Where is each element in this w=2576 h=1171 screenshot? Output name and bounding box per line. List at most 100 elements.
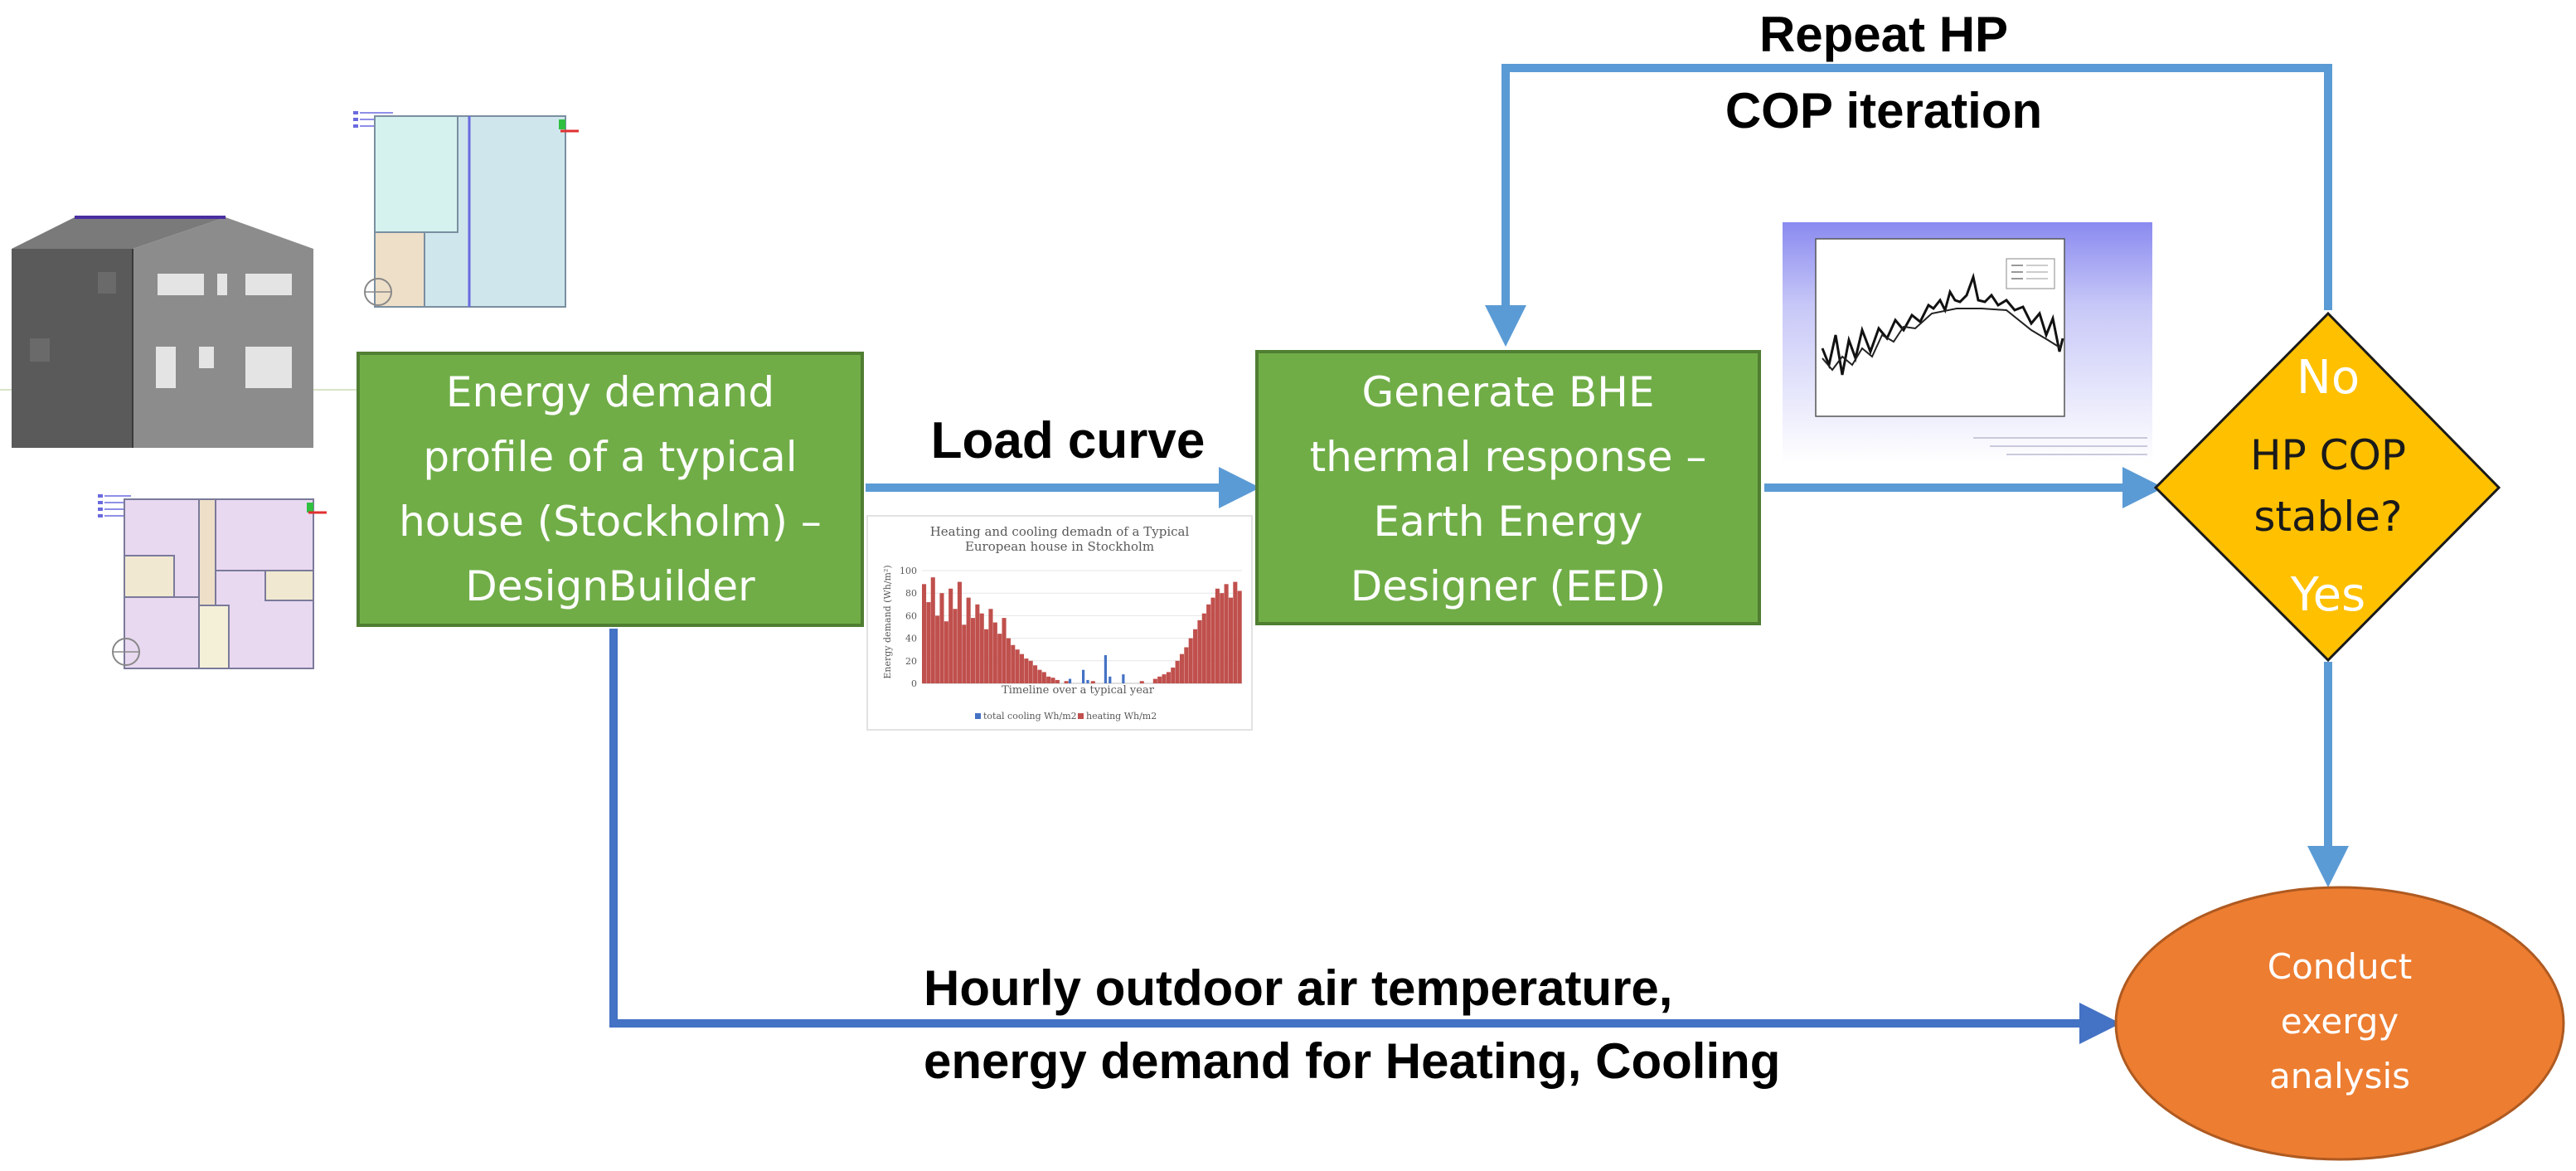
repeat-label-line-1: Repeat HP [1759, 7, 2008, 62]
cooling-bar [1086, 679, 1089, 683]
energy-demand-line-3: house (Stockholm) – [399, 498, 822, 546]
heating-bar [1184, 647, 1189, 683]
heating-bar [1157, 676, 1162, 683]
heating-bar [1210, 597, 1215, 683]
heating-bar [1171, 667, 1176, 683]
heating-bar [1201, 613, 1206, 683]
hourly-label-line-1: Hourly outdoor air temperature, [924, 960, 1672, 1016]
chart-title-line-1: Heating and cooling demadn of a Typical [930, 524, 1190, 539]
chart-y-tick-label: 0 [911, 678, 917, 689]
chart-y-tick-label: 20 [905, 656, 917, 667]
heating-bar [944, 621, 948, 683]
heating-bar [1233, 581, 1238, 683]
bhe-response-line-3: Earth Energy [1373, 498, 1642, 546]
eed-temperature-plot [1783, 222, 2152, 463]
decision-question-line-2: stable? [2253, 493, 2402, 541]
energy-demand-line-2: profile of a typical [423, 433, 797, 481]
terminal-line-3: analysis [2269, 1056, 2410, 1096]
heating-bar [1228, 597, 1234, 683]
heating-bar [930, 577, 935, 683]
chart-bars [922, 577, 1242, 683]
decision-question-line-1: HP COP [2250, 431, 2406, 479]
heating-bar [1055, 679, 1060, 683]
heating-bar [953, 609, 958, 683]
heating-bar [988, 609, 993, 683]
heating-bar [1033, 665, 1038, 683]
heating-bar [1064, 681, 1069, 683]
heating-bar [1037, 669, 1042, 683]
heating-bar [966, 597, 971, 683]
connectors [609, 64, 2349, 1044]
heating-bar [926, 602, 931, 683]
cooling-bar [1082, 669, 1085, 683]
heating-bar [1090, 681, 1095, 683]
chart-title-line-2: European house in Stockholm [965, 539, 1154, 554]
bhe-response-line-2: thermal response – [1310, 433, 1707, 481]
heating-bar [1237, 590, 1242, 683]
chart-y-axis-label: Energy demand (Wh/m²) [882, 565, 893, 678]
heating-bar [1175, 660, 1180, 683]
heating-bar [935, 615, 940, 683]
heating-bar [1179, 654, 1185, 683]
energy-demand-line-4: DesignBuilder [465, 562, 755, 610]
terminal-line-1: Conduct [2268, 946, 2412, 987]
heating-bar [975, 604, 980, 683]
heating-bar [1220, 593, 1225, 683]
heating-bar [979, 613, 984, 683]
heating-bar [997, 634, 1002, 683]
legend-heating-label: heating Wh/m2 [1086, 711, 1157, 722]
arrow-repeat-loop [1485, 64, 2332, 347]
heating-bar [957, 581, 962, 683]
heating-bar [939, 593, 944, 683]
heating-bar [1019, 654, 1025, 683]
heating-bar [1206, 604, 1211, 683]
heating-bar [1050, 678, 1055, 683]
chart-y-tick-label: 80 [905, 588, 917, 599]
cooling-bar [1104, 655, 1108, 683]
exergy-analysis-terminal: Conduct exergy analysis [2114, 886, 2565, 1161]
arrow-hourly [609, 629, 2122, 1044]
load-curve-label: Load curve [931, 412, 1206, 469]
heating-bar [1046, 676, 1051, 683]
heating-bar [1152, 678, 1157, 683]
chart-y-tick-label: 100 [900, 566, 917, 576]
heating-bar [1006, 638, 1011, 683]
heating-bar [962, 624, 967, 683]
heating-bar [1015, 649, 1020, 683]
cooling-bar [1109, 676, 1112, 683]
repeat-label-line-2: COP iteration [1725, 83, 2042, 138]
heating-bar [922, 584, 927, 683]
heating-bar [1041, 672, 1046, 683]
legend-heating-swatch [1078, 713, 1084, 719]
heating-bar [1139, 681, 1144, 683]
heating-bar [1162, 674, 1167, 683]
heating-bar [1193, 629, 1198, 683]
bhe-response-box: Generate BHE thermal response – Earth En… [1255, 350, 1761, 625]
heating-bar [1224, 584, 1229, 683]
decision-no-label: No [2297, 351, 2360, 405]
chart-y-tick-label: 60 [905, 610, 917, 621]
floor-plan-bottom [96, 491, 327, 673]
house-3d-render [0, 216, 365, 448]
heating-bar [1215, 588, 1220, 683]
heating-bar [1024, 658, 1029, 683]
energy-demand-box: Energy demand profile of a typical house… [357, 352, 864, 627]
eed-temperature-trace [1821, 272, 2064, 376]
heating-bar [1011, 644, 1016, 683]
cooling-bar [1068, 678, 1072, 683]
heating-bar [948, 588, 953, 683]
heating-bar [1166, 672, 1171, 683]
heating-bar [1188, 638, 1193, 683]
heating-bar [1197, 620, 1202, 683]
bhe-response-line-4: Designer (EED) [1351, 562, 1666, 610]
decision-yes-label: Yes [2290, 568, 2365, 622]
bhe-response-line-1: Generate BHE [1362, 368, 1655, 416]
heating-bar [984, 629, 989, 683]
chart-y-tick-label: 40 [905, 634, 917, 644]
cooling-bar [1122, 674, 1125, 683]
terminal-line-2: exergy [2281, 1001, 2399, 1042]
chart-x-axis-label: Timeline over a typical year [1002, 684, 1155, 697]
energy-demand-line-1: Energy demand [446, 368, 774, 416]
legend-cooling-label: total cooling Wh/m2 [983, 711, 1077, 722]
